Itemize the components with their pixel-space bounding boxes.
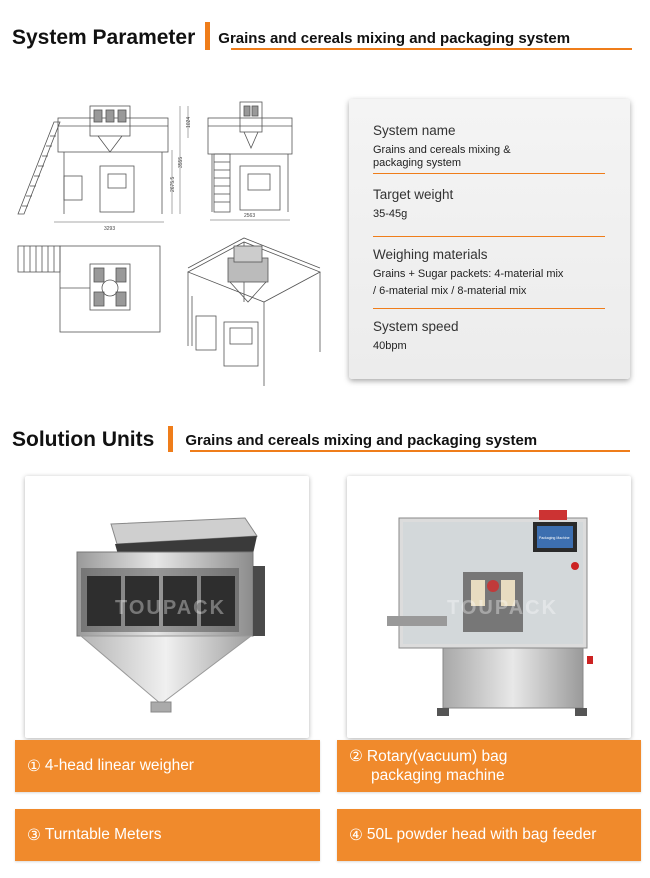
unit-label-text: Turntable Meters: [44, 826, 162, 843]
unit-label-text-line2: packaging machine: [371, 767, 505, 784]
weighing-materials-line2: / 6-material mix / 8-material mix: [373, 285, 527, 297]
divider: [373, 308, 605, 309]
unit-number: ③: [27, 826, 41, 844]
divider: [373, 173, 605, 174]
section-subtitle: Grains and cereals mixing and packaging …: [185, 432, 538, 449]
machine-screen-text: Packaging Machine: [539, 536, 570, 540]
system-parameter-header: System Parameter Grains and cereals mixi…: [12, 22, 570, 50]
section-subtitle: Grains and cereals mixing and packaging …: [218, 30, 571, 47]
weighing-materials-label: Weighing materials: [373, 247, 488, 262]
section-title: Solution Units: [12, 428, 155, 451]
plan-view-drawing: [17, 245, 161, 333]
technical-drawings: 3293 1024 3555 2675.5 2563: [14, 96, 332, 388]
watermark: TOUPACK: [447, 597, 558, 619]
weighing-materials-line1: Grains + Sugar packets: 4-material mix: [373, 268, 564, 280]
section-title: System Parameter: [12, 26, 196, 49]
unit-number: ②: [349, 748, 363, 765]
divider: [373, 236, 605, 237]
solution-units-header: Solution Units Grains and cereals mixing…: [12, 426, 537, 452]
accent-bar: [205, 22, 211, 50]
unit-number: ①: [27, 757, 41, 775]
system-speed-label: System speed: [373, 319, 459, 334]
linear-weigher-photo: TOUPACK: [25, 476, 309, 738]
isometric-drawing: [187, 237, 321, 386]
side-elevation-drawing: [207, 101, 293, 221]
unit-label-4: ④ 50L powder head with bag feeder: [337, 809, 641, 861]
dim-height-total: 3555: [178, 157, 184, 168]
unit-label-text-line1: Rotary(vacuum) bag: [366, 748, 508, 765]
target-weight-value: 35-45g: [373, 208, 408, 220]
accent-bar: [168, 426, 174, 452]
system-speed-value: 40bpm: [373, 340, 407, 352]
system-name-value-line1: Grains and cereals mixing &: [373, 144, 511, 156]
watermark: TOUPACK: [115, 597, 226, 619]
target-weight-label: Target weight: [373, 187, 454, 202]
section-underline: [231, 48, 632, 50]
front-elevation-drawing: [17, 105, 189, 223]
parameter-card: System name Grains and cereals mixing & …: [349, 99, 630, 379]
dim-height-mid: 2675.5: [170, 176, 176, 192]
dim-side-width: 2563: [244, 213, 255, 219]
unit-label-text: 50L powder head with bag feeder: [366, 826, 597, 843]
unit-label-3: ③ Turntable Meters: [15, 809, 320, 861]
unit-label-text: 4-head linear weigher: [44, 757, 194, 774]
unit-label-1: ① 4-head linear weigher: [15, 740, 320, 792]
dim-height-top: 1024: [186, 117, 192, 128]
system-name-value-line2: packaging system: [373, 157, 462, 169]
system-name-label: System name: [373, 123, 456, 138]
section-underline: [190, 450, 630, 452]
dim-front-width: 3293: [104, 226, 115, 232]
rotary-packaging-machine-photo: Packaging Machine TOUPACK: [347, 476, 631, 738]
unit-number: ④: [349, 826, 363, 844]
